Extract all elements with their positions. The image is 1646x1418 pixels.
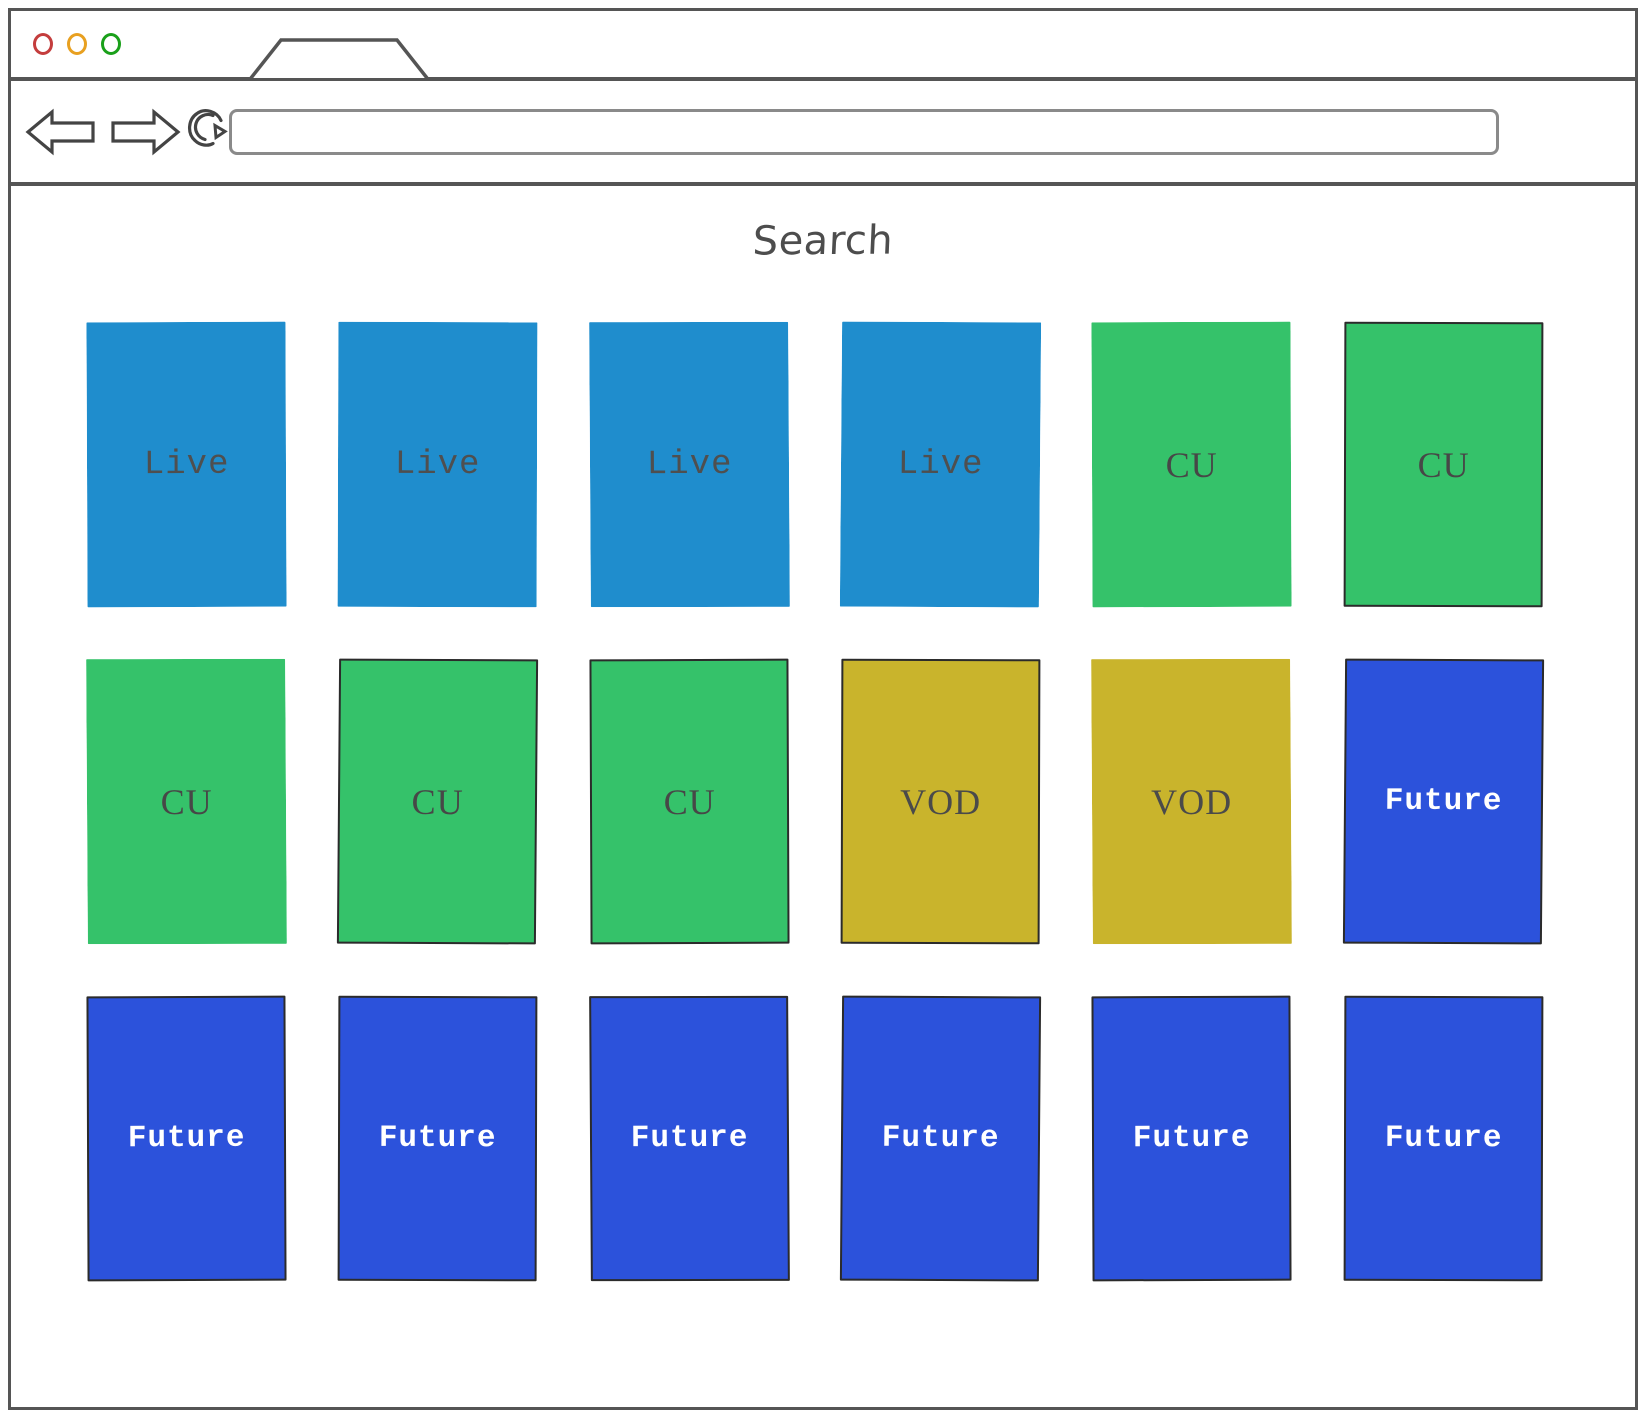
- address-bar-input[interactable]: [229, 108, 1499, 155]
- card-label: CU: [160, 781, 213, 822]
- forward-arrow-icon[interactable]: [109, 106, 181, 158]
- card-cu[interactable]: CU: [86, 658, 288, 945]
- page-title: Search: [751, 217, 895, 265]
- card-label: Future: [379, 1120, 497, 1157]
- card-future[interactable]: Future: [588, 995, 790, 1282]
- card-live[interactable]: Live: [839, 321, 1042, 608]
- card-future[interactable]: Future: [86, 995, 287, 1282]
- card-label: CU: [1417, 444, 1470, 485]
- browser-titlebar: [11, 11, 1635, 81]
- card-label: Future: [630, 1120, 749, 1157]
- card-label: Future: [1133, 1120, 1251, 1157]
- card-future[interactable]: Future: [1343, 995, 1544, 1282]
- card-label: Future: [127, 1120, 246, 1157]
- back-arrow-icon[interactable]: [25, 106, 97, 158]
- card-label: CU: [1165, 444, 1219, 485]
- card-vod[interactable]: VOD: [1091, 658, 1293, 945]
- card-label: CU: [663, 781, 716, 822]
- card-cu[interactable]: CU: [1091, 321, 1293, 608]
- navigation-buttons: [25, 106, 181, 158]
- card-label: Live: [143, 445, 230, 484]
- card-future[interactable]: Future: [1342, 658, 1545, 945]
- card-label: Future: [881, 1120, 1000, 1157]
- card-vod[interactable]: VOD: [840, 658, 1041, 945]
- card-label: Future: [1384, 783, 1503, 820]
- maximize-window-icon[interactable]: [101, 33, 121, 55]
- browser-tab[interactable]: [249, 35, 429, 79]
- card-future[interactable]: Future: [1091, 995, 1293, 1282]
- card-label: Live: [897, 445, 984, 484]
- window-controls: [33, 33, 121, 55]
- card-live[interactable]: Live: [588, 321, 790, 608]
- card-label: Future: [1384, 1120, 1503, 1157]
- card-cu[interactable]: CU: [337, 658, 539, 945]
- card-label: Live: [395, 445, 481, 484]
- card-future[interactable]: Future: [839, 995, 1042, 1282]
- reload-icon[interactable]: [181, 102, 235, 161]
- card-cu[interactable]: CU: [589, 658, 790, 945]
- minimize-window-icon[interactable]: [67, 33, 87, 55]
- browser-toolbar: [11, 81, 1635, 186]
- close-window-icon[interactable]: [33, 33, 53, 55]
- card-future[interactable]: Future: [337, 995, 539, 1282]
- card-live[interactable]: Live: [86, 321, 287, 608]
- card-label: CU: [411, 781, 465, 822]
- card-cu[interactable]: CU: [1343, 321, 1544, 608]
- card-label: VOD: [1151, 781, 1233, 822]
- card-label: VOD: [900, 781, 982, 822]
- card-live[interactable]: Live: [337, 321, 539, 608]
- card-label: Live: [646, 445, 733, 484]
